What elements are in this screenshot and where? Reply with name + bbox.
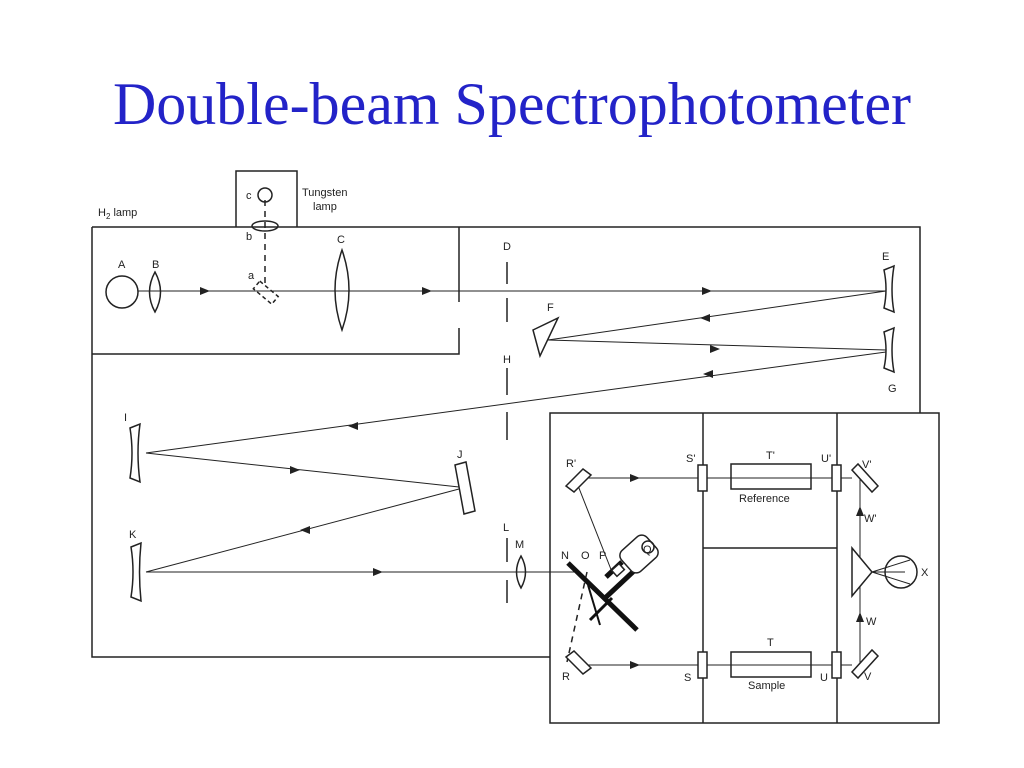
tungsten-bulb: [257, 187, 273, 203]
label-h2-lamp: H2 lamp: [98, 207, 137, 221]
mirror-j: [454, 461, 476, 515]
label-f: F: [547, 302, 554, 314]
label-l: L: [503, 522, 509, 534]
label-x: X: [921, 567, 929, 579]
label-j: J: [457, 449, 463, 461]
label-v: V: [864, 671, 872, 683]
label-r: R: [562, 671, 570, 683]
label-c-small: c: [246, 190, 252, 202]
mirror-g: [883, 326, 895, 374]
mirror-r: [564, 650, 593, 675]
mirror-a: [252, 280, 280, 306]
label-k: K: [129, 529, 137, 541]
label-w: W: [866, 616, 877, 628]
rotating-mirror-n: [566, 561, 639, 632]
detector-x: [871, 555, 918, 589]
label-r-prime: R': [566, 458, 576, 470]
label-e: E: [882, 251, 889, 263]
mirror-v-prime: [850, 462, 880, 494]
label-t-prime: T': [766, 450, 775, 462]
label-o: O: [581, 550, 590, 562]
label-w-prime: W': [864, 513, 876, 525]
lens-b-small: [251, 220, 279, 232]
label-t: T: [767, 637, 774, 649]
label-h: H: [503, 354, 511, 366]
mirror-e: [883, 264, 895, 314]
housing-outline: [91, 170, 940, 724]
ray-arrows: [200, 287, 864, 669]
label-a: A: [118, 259, 126, 271]
window-u-prime: [831, 464, 842, 492]
diagram-labels: H2 lamp Tungsten lamp c b a A B C D E F …: [98, 187, 929, 692]
reference-cell: [730, 463, 812, 490]
label-d: D: [503, 241, 511, 253]
label-p: P: [599, 550, 606, 562]
lens-c: [334, 247, 350, 333]
label-n: N: [561, 550, 569, 562]
label-g: G: [888, 383, 897, 395]
lens-b: [148, 270, 162, 314]
h2-lamp-bulb: [105, 275, 139, 309]
beam-combiner-w: [851, 545, 873, 599]
label-reference: Reference: [739, 493, 790, 505]
label-tungsten-2: lamp: [313, 201, 337, 213]
label-a-small: a: [248, 270, 255, 282]
window-u: [831, 651, 842, 679]
lens-m: [515, 554, 527, 590]
window-s: [697, 651, 708, 679]
prism-f: [532, 316, 560, 359]
mirror-i: [129, 422, 141, 484]
label-v-prime: V': [862, 459, 871, 471]
label-s-prime: S': [686, 453, 695, 465]
window-s-prime: [697, 464, 708, 492]
label-u-prime: U': [821, 453, 831, 465]
slide-title: Double-beam Spectrophotometer: [112, 71, 912, 137]
motor-q: [610, 534, 659, 578]
label-s: S: [684, 672, 691, 684]
label-sample: Sample: [748, 680, 785, 692]
label-b: B: [152, 259, 159, 271]
label-q: Q: [643, 544, 652, 556]
label-m: M: [515, 539, 524, 551]
optical-rays: [138, 200, 905, 666]
mirror-k: [130, 541, 142, 603]
label-b-small: b: [246, 231, 252, 243]
label-tungsten-1: Tungsten: [302, 187, 347, 199]
mirror-v: [850, 648, 880, 680]
label-i: I: [124, 412, 127, 424]
label-c: C: [337, 234, 345, 246]
mirror-r-prime: [564, 468, 593, 493]
label-u: U: [820, 672, 828, 684]
